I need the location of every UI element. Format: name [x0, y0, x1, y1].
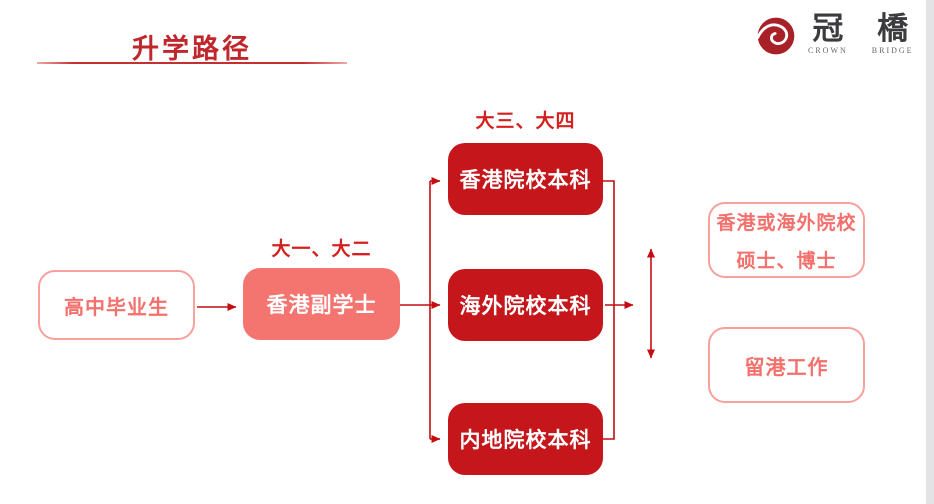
- node-overseas-university-bachelor: 海外院校本科: [448, 269, 603, 341]
- node-work-in-hk: 留港工作: [708, 327, 865, 403]
- logo-sub-bridge: BRIDGE: [871, 46, 914, 55]
- logo-char-guan: 冠: [812, 11, 844, 46]
- node-label: 高中毕业生: [64, 296, 169, 319]
- node-hk-associate-degree: 香港副学士: [243, 268, 400, 340]
- logo-wordmark-crown: 冠 CROWN: [808, 11, 848, 56]
- logo-sub-crown: CROWN: [808, 46, 848, 55]
- crown-bridge-swirl-icon: [756, 17, 795, 55]
- node-master-phd: 香港或海外院校 硕士、博士: [708, 202, 865, 278]
- node-label-line1: 香港或海外院校: [716, 212, 857, 234]
- node-highschool-graduate: 高中毕业生: [38, 270, 195, 340]
- node-label-line2: 硕士、博士: [736, 250, 837, 272]
- caption-year3-4: 大三、大四: [475, 111, 576, 132]
- page-edge-strip: [926, 0, 934, 504]
- right-bracket-line: [603, 180, 615, 440]
- node-label: 香港院校本科: [459, 169, 592, 192]
- page-title: 升学路径: [132, 34, 252, 64]
- crown-bridge-logo: 冠 CROWN 橋 BRIDGE: [756, 13, 914, 56]
- logo-char-qiao: 橋: [877, 11, 909, 46]
- node-label: 海外院校本科: [459, 295, 592, 318]
- node-label: 香港副学士: [266, 294, 377, 317]
- node-mainland-university-bachelor: 内地院校本科: [448, 403, 603, 475]
- node-label: 留港工作: [744, 356, 829, 379]
- logo-wordmark-bridge: 橋 BRIDGE: [871, 11, 914, 56]
- node-label: 内地院校本科: [459, 429, 592, 452]
- node-hk-university-bachelor: 香港院校本科: [448, 143, 603, 215]
- title-underline: [37, 62, 347, 64]
- caption-year1-2: 大一、大二: [271, 239, 372, 260]
